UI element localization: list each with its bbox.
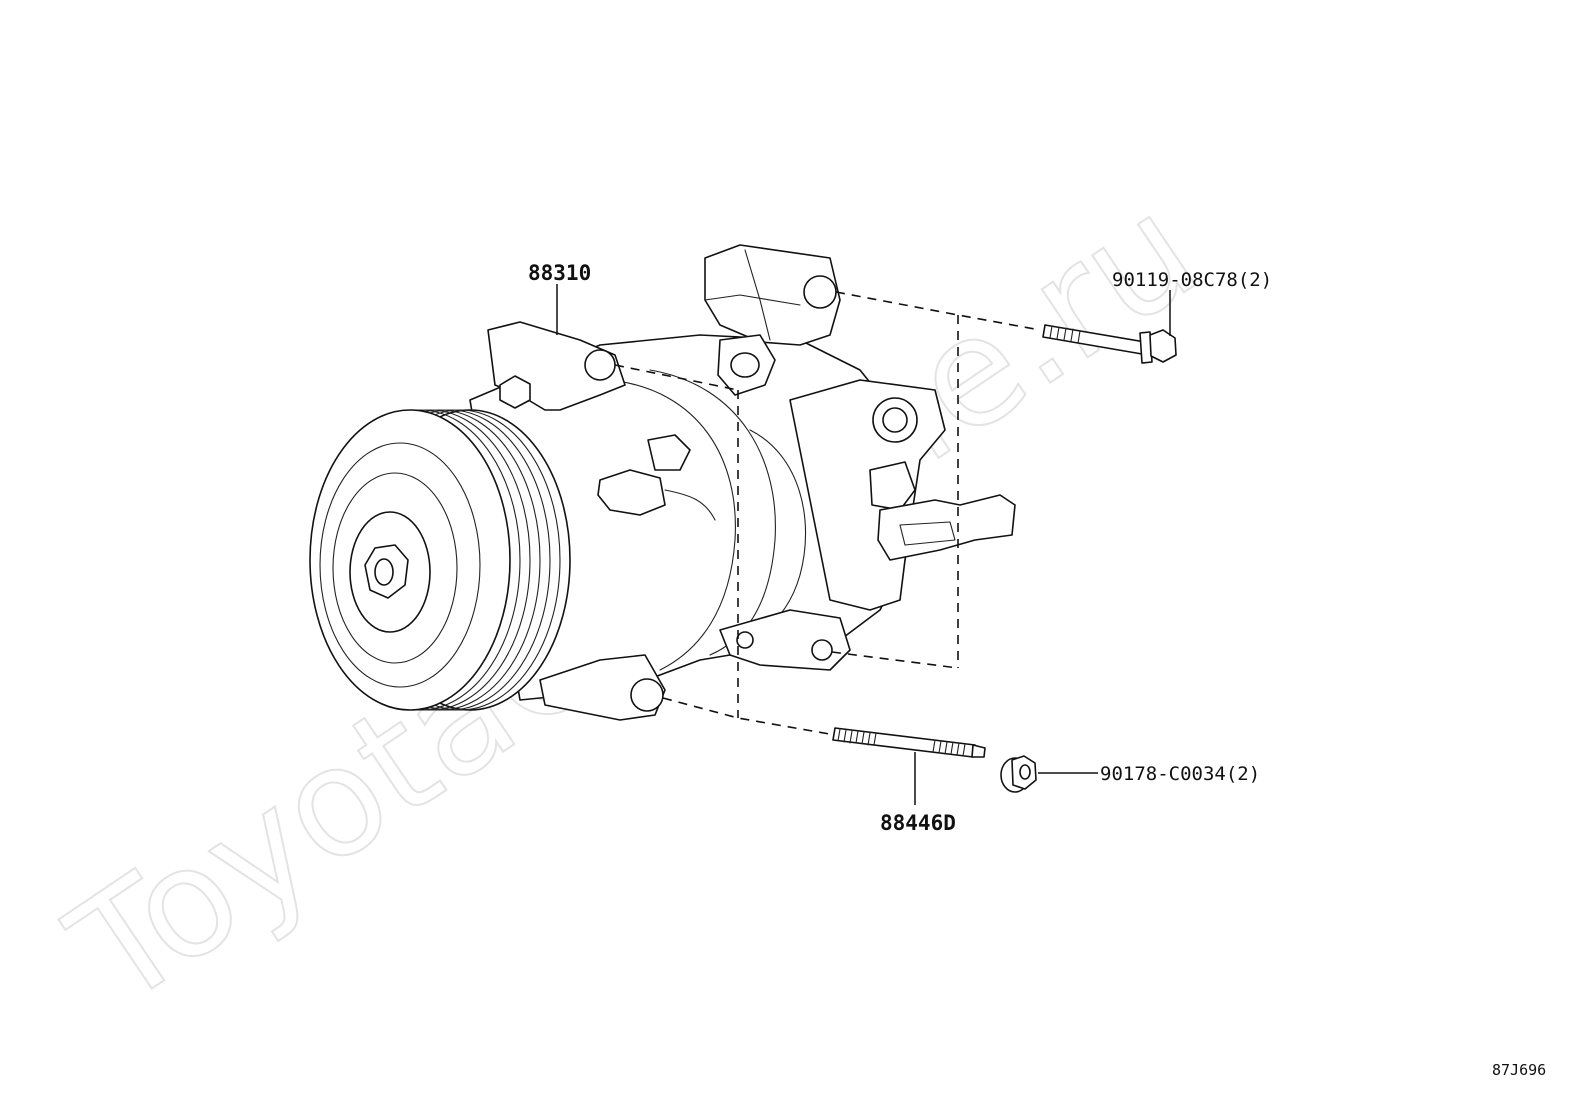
upper-right-ear-rib	[704, 294, 801, 306]
stud-bolt-tip	[971, 744, 986, 758]
dash-upper-right	[835, 291, 1041, 331]
ac-compressor-illustration[interactable]	[309, 244, 1016, 721]
hub-nut-icon	[364, 544, 409, 599]
upper-bolt-head-icon	[1149, 329, 1177, 363]
lower-right-small-boss	[736, 631, 754, 649]
upper-bolt-illustration[interactable]	[1042, 324, 1177, 364]
label-part-90119-08c78[interactable]: 90119-08C78(2)	[1112, 269, 1272, 291]
suction-port-opening	[730, 352, 760, 378]
installation-guide-lines	[614, 291, 1041, 736]
nut-illustration[interactable]	[1000, 755, 1037, 793]
ear-bolt-head	[499, 375, 531, 409]
stud-bolt-illustration[interactable]	[832, 727, 986, 758]
body-electrical-connector	[597, 469, 666, 516]
dash-upper-left	[614, 364, 739, 391]
connector-harness-clip	[647, 434, 691, 471]
stud-thread-right	[932, 739, 966, 757]
hub-shaft-end	[374, 558, 394, 586]
stud-bolt-shank	[832, 727, 976, 758]
discharge-port	[872, 397, 918, 443]
label-part-88446d[interactable]: 88446D	[880, 811, 956, 835]
dash-lower-right	[831, 651, 959, 669]
label-part-90178-c0034[interactable]: 90178-C0034(2)	[1100, 763, 1260, 785]
rear-head-boss	[869, 461, 916, 511]
lower-right-mount-hole	[811, 639, 833, 661]
diagram-code: 87J696	[1492, 1061, 1546, 1079]
clutch-pulley	[309, 409, 571, 711]
connector-wire	[664, 489, 716, 521]
upper-bolt-flange	[1139, 331, 1153, 364]
dash-lower-left	[662, 697, 836, 736]
discharge-port-inner	[882, 407, 908, 433]
connector-tab	[899, 521, 956, 546]
nut-bore	[1019, 764, 1031, 780]
upper-right-mount-ear	[704, 244, 841, 346]
upper-left-mount-hole	[584, 349, 616, 381]
pulley-face-ring-1	[319, 442, 481, 688]
upper-bolt-thread	[1049, 325, 1081, 344]
label-part-88310[interactable]: 88310	[528, 261, 591, 285]
lower-left-mount-hole	[630, 678, 664, 712]
nut-hex-icon	[1011, 755, 1037, 790]
suction-port-fitting	[717, 334, 776, 396]
upper-right-ear-edge	[744, 249, 771, 341]
housing-band-1	[609, 379, 736, 671]
pulley-face-ring-2	[332, 472, 458, 664]
upper-right-mount-hole	[803, 275, 837, 309]
stud-thread-left	[837, 728, 877, 746]
